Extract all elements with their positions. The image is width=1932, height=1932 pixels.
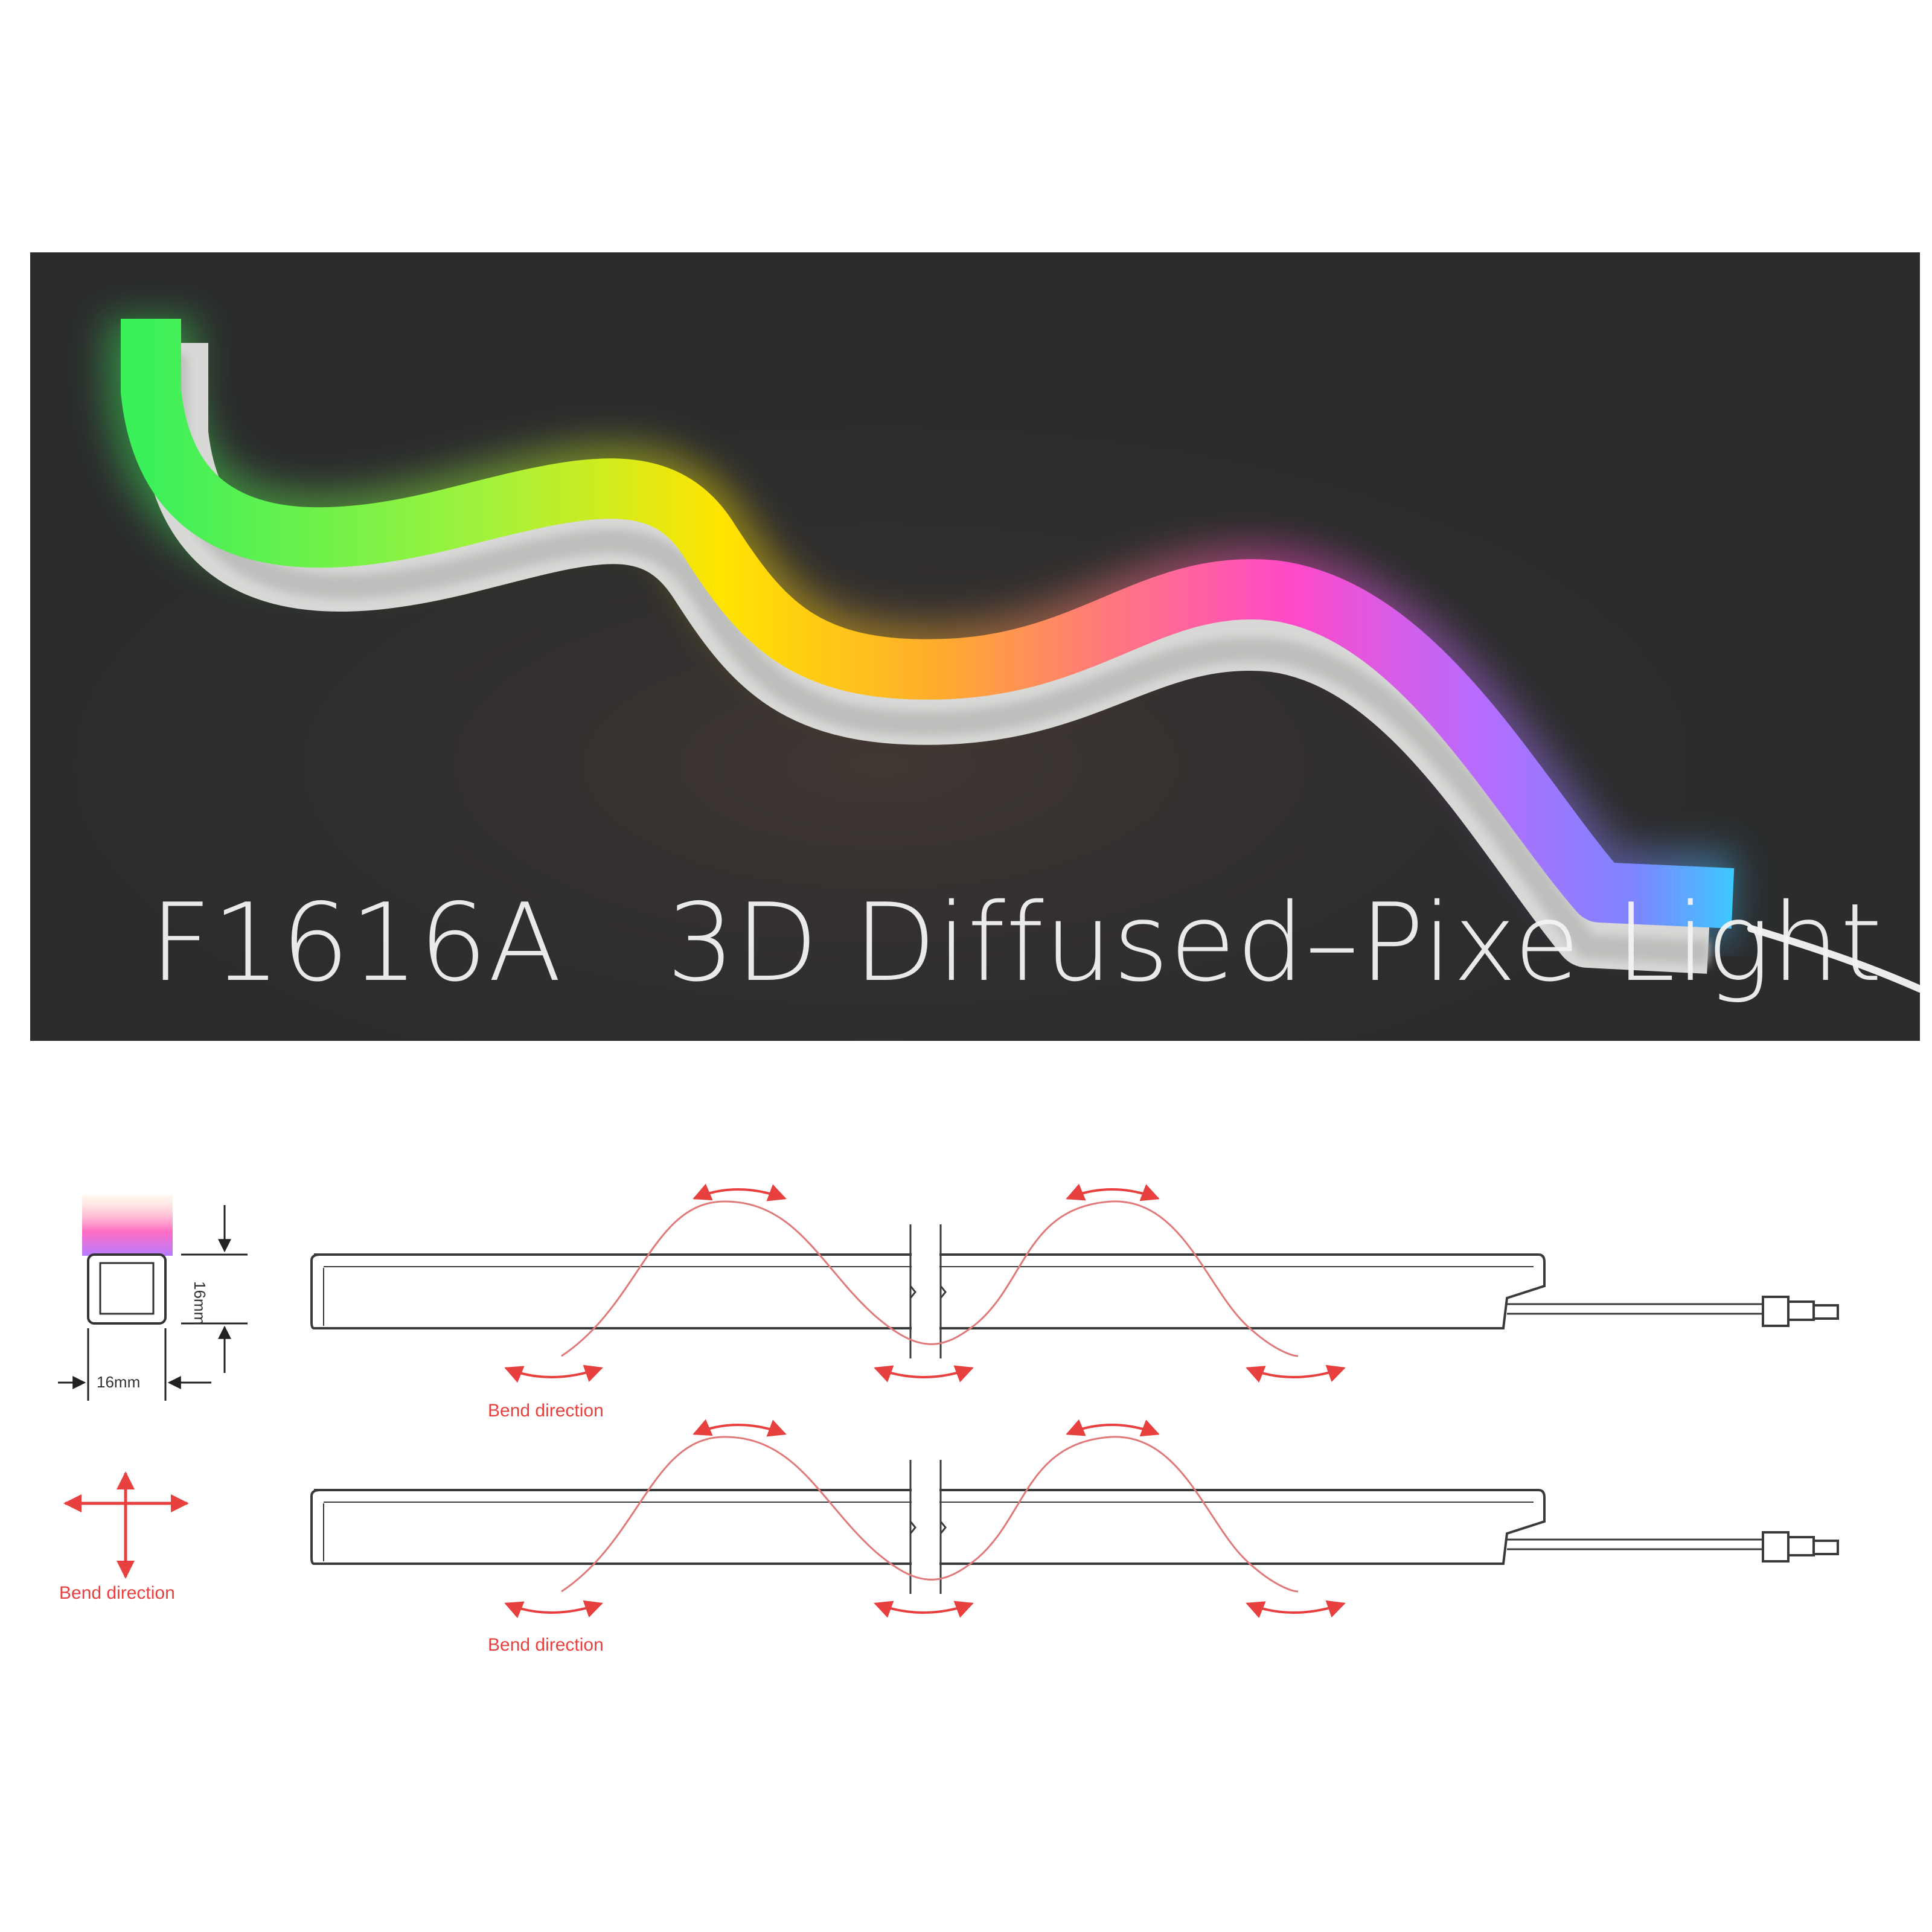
strip-2 [310,1460,1763,1594]
bend-arrow-icon [504,1419,1346,1619]
bend-curve-1 [561,1200,1299,1357]
bend-curve-2 [561,1436,1299,1593]
cross-arrows-icon [63,1471,189,1579]
diagram-drawing [58,1183,1839,1619]
bend-direction-label-top: Bend direction [488,1401,604,1421]
product-hero: F1616A 3D Diffused–Pixe Light [30,252,1920,1041]
square-profile-icon [82,1195,173,1325]
product-title: F1616A 3D Diffused–Pixe Light [150,880,1883,1005]
width-label: 16mm [97,1373,141,1391]
product-name: 3D Diffused–Pixe Light [666,880,1883,1005]
bend-diagram: 16mm 16mm Bend direction Bend direction … [0,1147,1932,1751]
bend-direction-label-left: Bend direction [59,1583,175,1603]
connector-icon [1762,1531,1839,1563]
strip-1 [310,1224,1763,1358]
height-dimension [181,1205,248,1373]
bend-arrow-icon [504,1183,1346,1383]
neon-strip-illustration [30,252,1920,1041]
bend-direction-label-bottom: Bend direction [488,1635,604,1655]
width-dimension [58,1328,211,1401]
connector-icon [1762,1296,1839,1327]
height-label: 16mm [191,1281,209,1325]
model-number: F1616A [150,880,563,1005]
